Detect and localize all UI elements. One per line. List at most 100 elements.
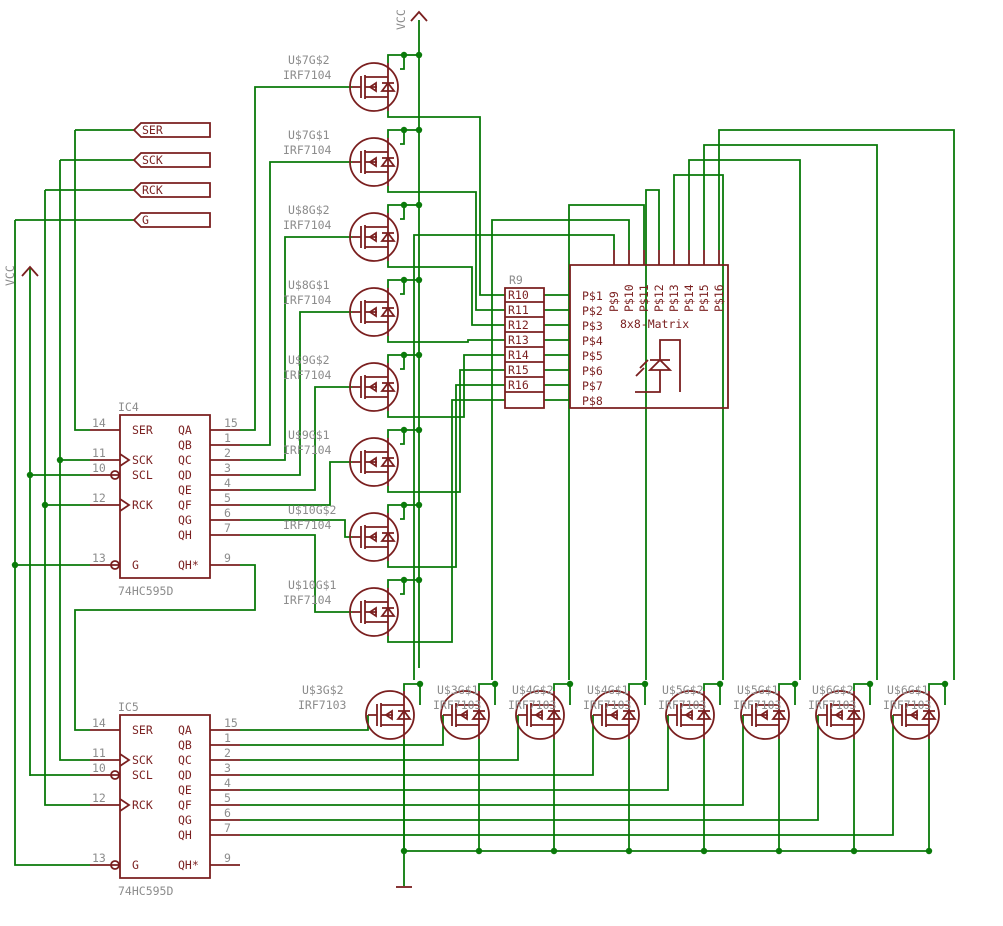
- wire: [403, 683, 421, 705]
- wire: [387, 579, 404, 588]
- pmos-diode: [380, 456, 396, 467]
- pmos-gate: [352, 450, 366, 474]
- nmos-channel: [756, 691, 780, 739]
- pin-label: SCL: [132, 468, 153, 482]
- wire: [400, 505, 405, 520]
- pin-label: RCK: [132, 798, 153, 812]
- nmos-name: U$4G$2: [512, 683, 554, 697]
- pin-number: 9: [224, 851, 231, 865]
- pmos-diode: [380, 381, 396, 392]
- junction-dot: [415, 126, 423, 134]
- pmos-gate: [352, 75, 366, 99]
- junction-dot: [415, 576, 423, 584]
- rck-wire: [44, 190, 90, 806]
- matrix-row-pin: P$6: [582, 364, 603, 378]
- pin-label: QH*: [178, 558, 199, 572]
- wire: [853, 683, 871, 705]
- nmos-body: [515, 690, 565, 740]
- pin-label: SCL: [132, 768, 153, 782]
- pin-number: 9: [224, 551, 231, 565]
- pin-label: QH*: [178, 858, 199, 872]
- cascade-wire: [74, 564, 256, 731]
- vcc-arrow-top: [410, 10, 428, 22]
- pmos-channel: [365, 588, 389, 636]
- junction-dot: [416, 680, 424, 688]
- pin-number: 2: [224, 746, 231, 760]
- matrix-row-pin: P$7: [582, 379, 603, 393]
- junction-dot: [925, 847, 933, 855]
- junction-dot: [415, 201, 423, 209]
- nmos-arrow: [459, 709, 468, 721]
- nmos-diode: [771, 709, 787, 720]
- nmos-channel: [531, 691, 555, 739]
- pmos-name: U$9G$1: [288, 428, 330, 442]
- column-wire: [645, 189, 660, 680]
- pmos-body: [349, 437, 399, 487]
- pmos-value: IRF7104: [283, 518, 332, 532]
- junction-dot: [415, 276, 423, 284]
- column-wire: [688, 159, 801, 680]
- junction-dot: [400, 501, 408, 509]
- column-wire: [673, 174, 724, 680]
- pmos-name: U$7G$1: [288, 128, 330, 142]
- nmos-channel: [606, 691, 630, 739]
- junction-dot: [775, 847, 783, 855]
- pmos-diode: [380, 306, 396, 317]
- pmos-arrow: [368, 156, 377, 168]
- pin-label: QG: [178, 813, 192, 827]
- nmos-arrow: [759, 709, 768, 721]
- junction-dot: [400, 126, 408, 134]
- pin-number: 14: [92, 716, 106, 730]
- wire: [387, 429, 404, 438]
- pmos-value: IRF7104: [283, 443, 332, 457]
- pmos-diode: [380, 531, 396, 542]
- pin-label: QA: [178, 423, 192, 437]
- matrix-row-pin: P$8: [582, 394, 603, 408]
- wire: [400, 430, 405, 445]
- pin-number: 6: [224, 806, 231, 820]
- resistor-label: R10: [508, 288, 529, 302]
- nmos-diode: [696, 709, 712, 720]
- matrix-value: 8x8-Matrix: [620, 317, 689, 331]
- pmos-channel: [365, 513, 389, 561]
- port-label: G: [142, 213, 149, 227]
- wire: [387, 354, 404, 363]
- matrix-col-pin: P$16: [712, 284, 726, 312]
- pin-label: RCK: [132, 498, 153, 512]
- matrix-col-pin: P$12: [652, 284, 666, 312]
- junction-dot: [700, 847, 708, 855]
- clock-marker: [119, 498, 131, 512]
- drain-wire: [387, 369, 505, 493]
- column-wire: [703, 144, 878, 680]
- junction-dot: [415, 351, 423, 359]
- junction-dot: [415, 426, 423, 434]
- nmos-value: IRF7103: [583, 698, 632, 712]
- pmos-name: U$7G$2: [288, 53, 330, 67]
- drain-wire: [387, 261, 505, 326]
- wire: [478, 683, 496, 705]
- pin-label: QE: [178, 783, 192, 797]
- pin-label: QC: [178, 753, 192, 767]
- pin-label: QB: [178, 738, 192, 752]
- pin-label: QA: [178, 723, 192, 737]
- pmos-name: U$10G$2: [288, 503, 336, 517]
- junction-dot: [400, 351, 408, 359]
- matrix-row-pin: P$2: [582, 304, 603, 318]
- wires: [11, 20, 955, 886]
- inverter-bubble: [110, 560, 120, 570]
- wire: [928, 683, 946, 705]
- pin-label: QD: [178, 468, 192, 482]
- wire: [387, 54, 404, 63]
- pmos-diode: [380, 231, 396, 242]
- resistor-label: R11: [508, 303, 529, 317]
- junction-dot: [941, 680, 949, 688]
- pmos-name: U$8G$1: [288, 278, 330, 292]
- pin-number: 7: [224, 821, 231, 835]
- nfet-gate-wire: [240, 715, 669, 791]
- pmos-arrow: [368, 231, 377, 243]
- pmos-name: U$8G$2: [288, 203, 330, 217]
- nmos-value: IRF7103: [433, 698, 482, 712]
- pin-label: QF: [178, 798, 192, 812]
- nfet-gate-wire: [240, 715, 894, 836]
- pmos-channel: [365, 63, 389, 111]
